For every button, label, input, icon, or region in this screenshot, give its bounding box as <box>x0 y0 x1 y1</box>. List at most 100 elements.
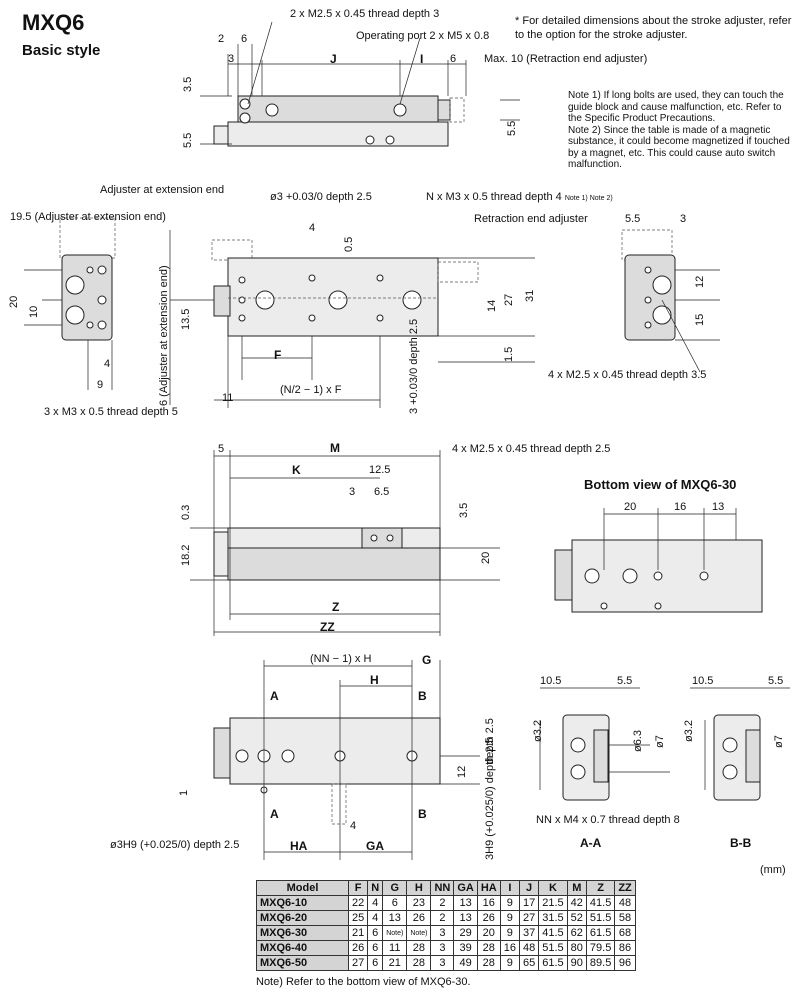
note-2: Note 2) Since the table is made of a mag… <box>568 124 790 171</box>
table-cell-model: MXQ6-50 <box>256 955 349 971</box>
label-o3h9: ø3H9 (+0.025/0) depth 2.5 <box>110 839 240 851</box>
dim-12a: 12 <box>694 275 706 288</box>
table-cell: 9 <box>499 955 520 971</box>
table-cell: 61.5 <box>585 925 616 941</box>
col-M: M <box>566 880 587 896</box>
dim-6a: 6 <box>241 33 248 45</box>
table-cell: 48 <box>518 940 540 956</box>
dim-6b: 6 <box>450 53 457 65</box>
dim-12-5: 12.5 <box>369 464 391 476</box>
table-header-row: Model F N G H NN GA HA I J K M Z ZZ <box>256 880 636 896</box>
label-adj-ext-19-5: 19.5 (Adjuster at extension end) <box>10 211 166 223</box>
table-cell: Note) <box>406 925 432 941</box>
dim-27: 27 <box>503 293 515 306</box>
col-H: H <box>406 880 432 896</box>
dim-0-5: 0.5 <box>343 236 355 252</box>
dim-nnh: (NN − 1) x H <box>310 653 372 665</box>
table-cell: 13 <box>453 910 478 926</box>
dim-G: G <box>422 653 432 667</box>
dim-15b: 15 <box>694 313 706 326</box>
col-ZZ: ZZ <box>614 880 636 896</box>
table-cell: 3 <box>430 940 455 956</box>
table-cell: 39 <box>453 940 478 956</box>
col-Z: Z <box>585 880 616 896</box>
end-view-right <box>621 229 720 373</box>
label-o3-depth: ø3 +0.03/0 depth 2.5 <box>270 191 372 203</box>
section-b-b <box>690 687 790 801</box>
dim-2: 2 <box>218 33 225 45</box>
table-cell: 61.5 <box>538 955 568 971</box>
dim-3-h: 3 +0.03/0 depth 2.5 <box>408 318 420 414</box>
dim-nf: (N/2 − 1) x F <box>280 384 342 396</box>
table-unit: (mm) <box>760 864 786 876</box>
table-cell: 4 <box>367 895 384 911</box>
table-cell: 89.5 <box>585 955 616 971</box>
top-view <box>200 21 520 147</box>
dim-HA: HA <box>290 839 308 853</box>
table-cell: 26 <box>476 910 501 926</box>
dim-4a: 4 <box>309 222 316 234</box>
dim-20b: 20 <box>480 551 492 564</box>
dim-3-5a: 3.5 <box>182 76 194 92</box>
table-cell: 79.5 <box>585 940 616 956</box>
table-cell: 6 <box>367 940 384 956</box>
dim-J: J <box>330 52 337 66</box>
dim-20a: 20 <box>8 295 20 308</box>
dim-0-3: 0.3 <box>180 504 192 520</box>
dim-5-5b: 5.5 <box>506 120 518 136</box>
table-cell-model: MXQ6-20 <box>256 910 349 926</box>
dim-31: 31 <box>524 289 536 302</box>
table-cell: 6 <box>367 925 384 941</box>
dim-3h9: 3H9 (+0.025/0) depth 2.5 <box>484 737 496 860</box>
table-cell: 6 <box>367 955 384 971</box>
table-cell: 51.5 <box>585 910 616 926</box>
col-K: K <box>538 880 568 896</box>
dim-12b: 12 <box>456 765 468 778</box>
page-title: MXQ6 <box>22 10 85 35</box>
table-cell: 62 <box>566 925 587 941</box>
label-n-m3: N x M3 x 0.5 thread depth 4 Note 1) Note… <box>426 191 613 203</box>
plan-view <box>169 230 535 408</box>
table-cell: 42 <box>566 895 587 911</box>
dimension-table: Model F N G H NN GA HA I J K M Z ZZ MXQ6… <box>256 880 636 971</box>
bb-dim-5-5: 5.5 <box>768 675 784 687</box>
table-cell: 28 <box>476 955 501 971</box>
dim-3d: 3 <box>349 486 356 498</box>
table-cell: 31.5 <box>538 910 568 926</box>
dim-5-5c: 5.5 <box>625 213 641 225</box>
table-cell: 2 <box>430 895 455 911</box>
dim-5: 5 <box>218 443 225 455</box>
col-N: N <box>367 880 384 896</box>
dim-10: 10 <box>28 305 40 318</box>
table-cell: 37 <box>518 925 540 941</box>
col-G: G <box>382 880 408 896</box>
dim-3c: 3 <box>680 213 687 225</box>
dim-6-adj: 6 (Adjuster at extension end) <box>158 265 170 406</box>
table-cell: 28 <box>406 940 432 956</box>
table-cell: 22 <box>347 895 369 911</box>
table-cell: 86 <box>614 940 636 956</box>
dim-18-2: 18.2 <box>180 544 192 566</box>
table-cell: 3 <box>430 925 455 941</box>
section-title-aa: A-A <box>580 836 602 850</box>
table-cell: 26 <box>347 940 369 956</box>
dim-ZZ: ZZ <box>320 620 335 634</box>
aa-dim-5-5: 5.5 <box>617 675 633 687</box>
dim-9: 9 <box>97 379 104 391</box>
table-cell: 48 <box>614 895 636 911</box>
table-cell: 16 <box>499 940 520 956</box>
stroke-adjuster-note: * For detailed dimensions about the stro… <box>515 15 792 41</box>
end-view-left <box>24 217 116 390</box>
dim-GA: GA <box>366 839 384 853</box>
col-J: J <box>518 880 540 896</box>
table-cell-model: MXQ6-40 <box>256 940 349 956</box>
table-cell: 27 <box>347 955 369 971</box>
col-HA: HA <box>476 880 501 896</box>
label-m3-5: 3 x M3 x 0.5 thread depth 5 <box>44 406 178 418</box>
label-max10: Max. 10 (Retraction end adjuster) <box>484 53 648 65</box>
dim-1-5a: 1.5 <box>503 346 515 362</box>
section-a-a <box>539 687 670 801</box>
table-cell: 16 <box>476 895 501 911</box>
dim-F: F <box>274 348 282 362</box>
